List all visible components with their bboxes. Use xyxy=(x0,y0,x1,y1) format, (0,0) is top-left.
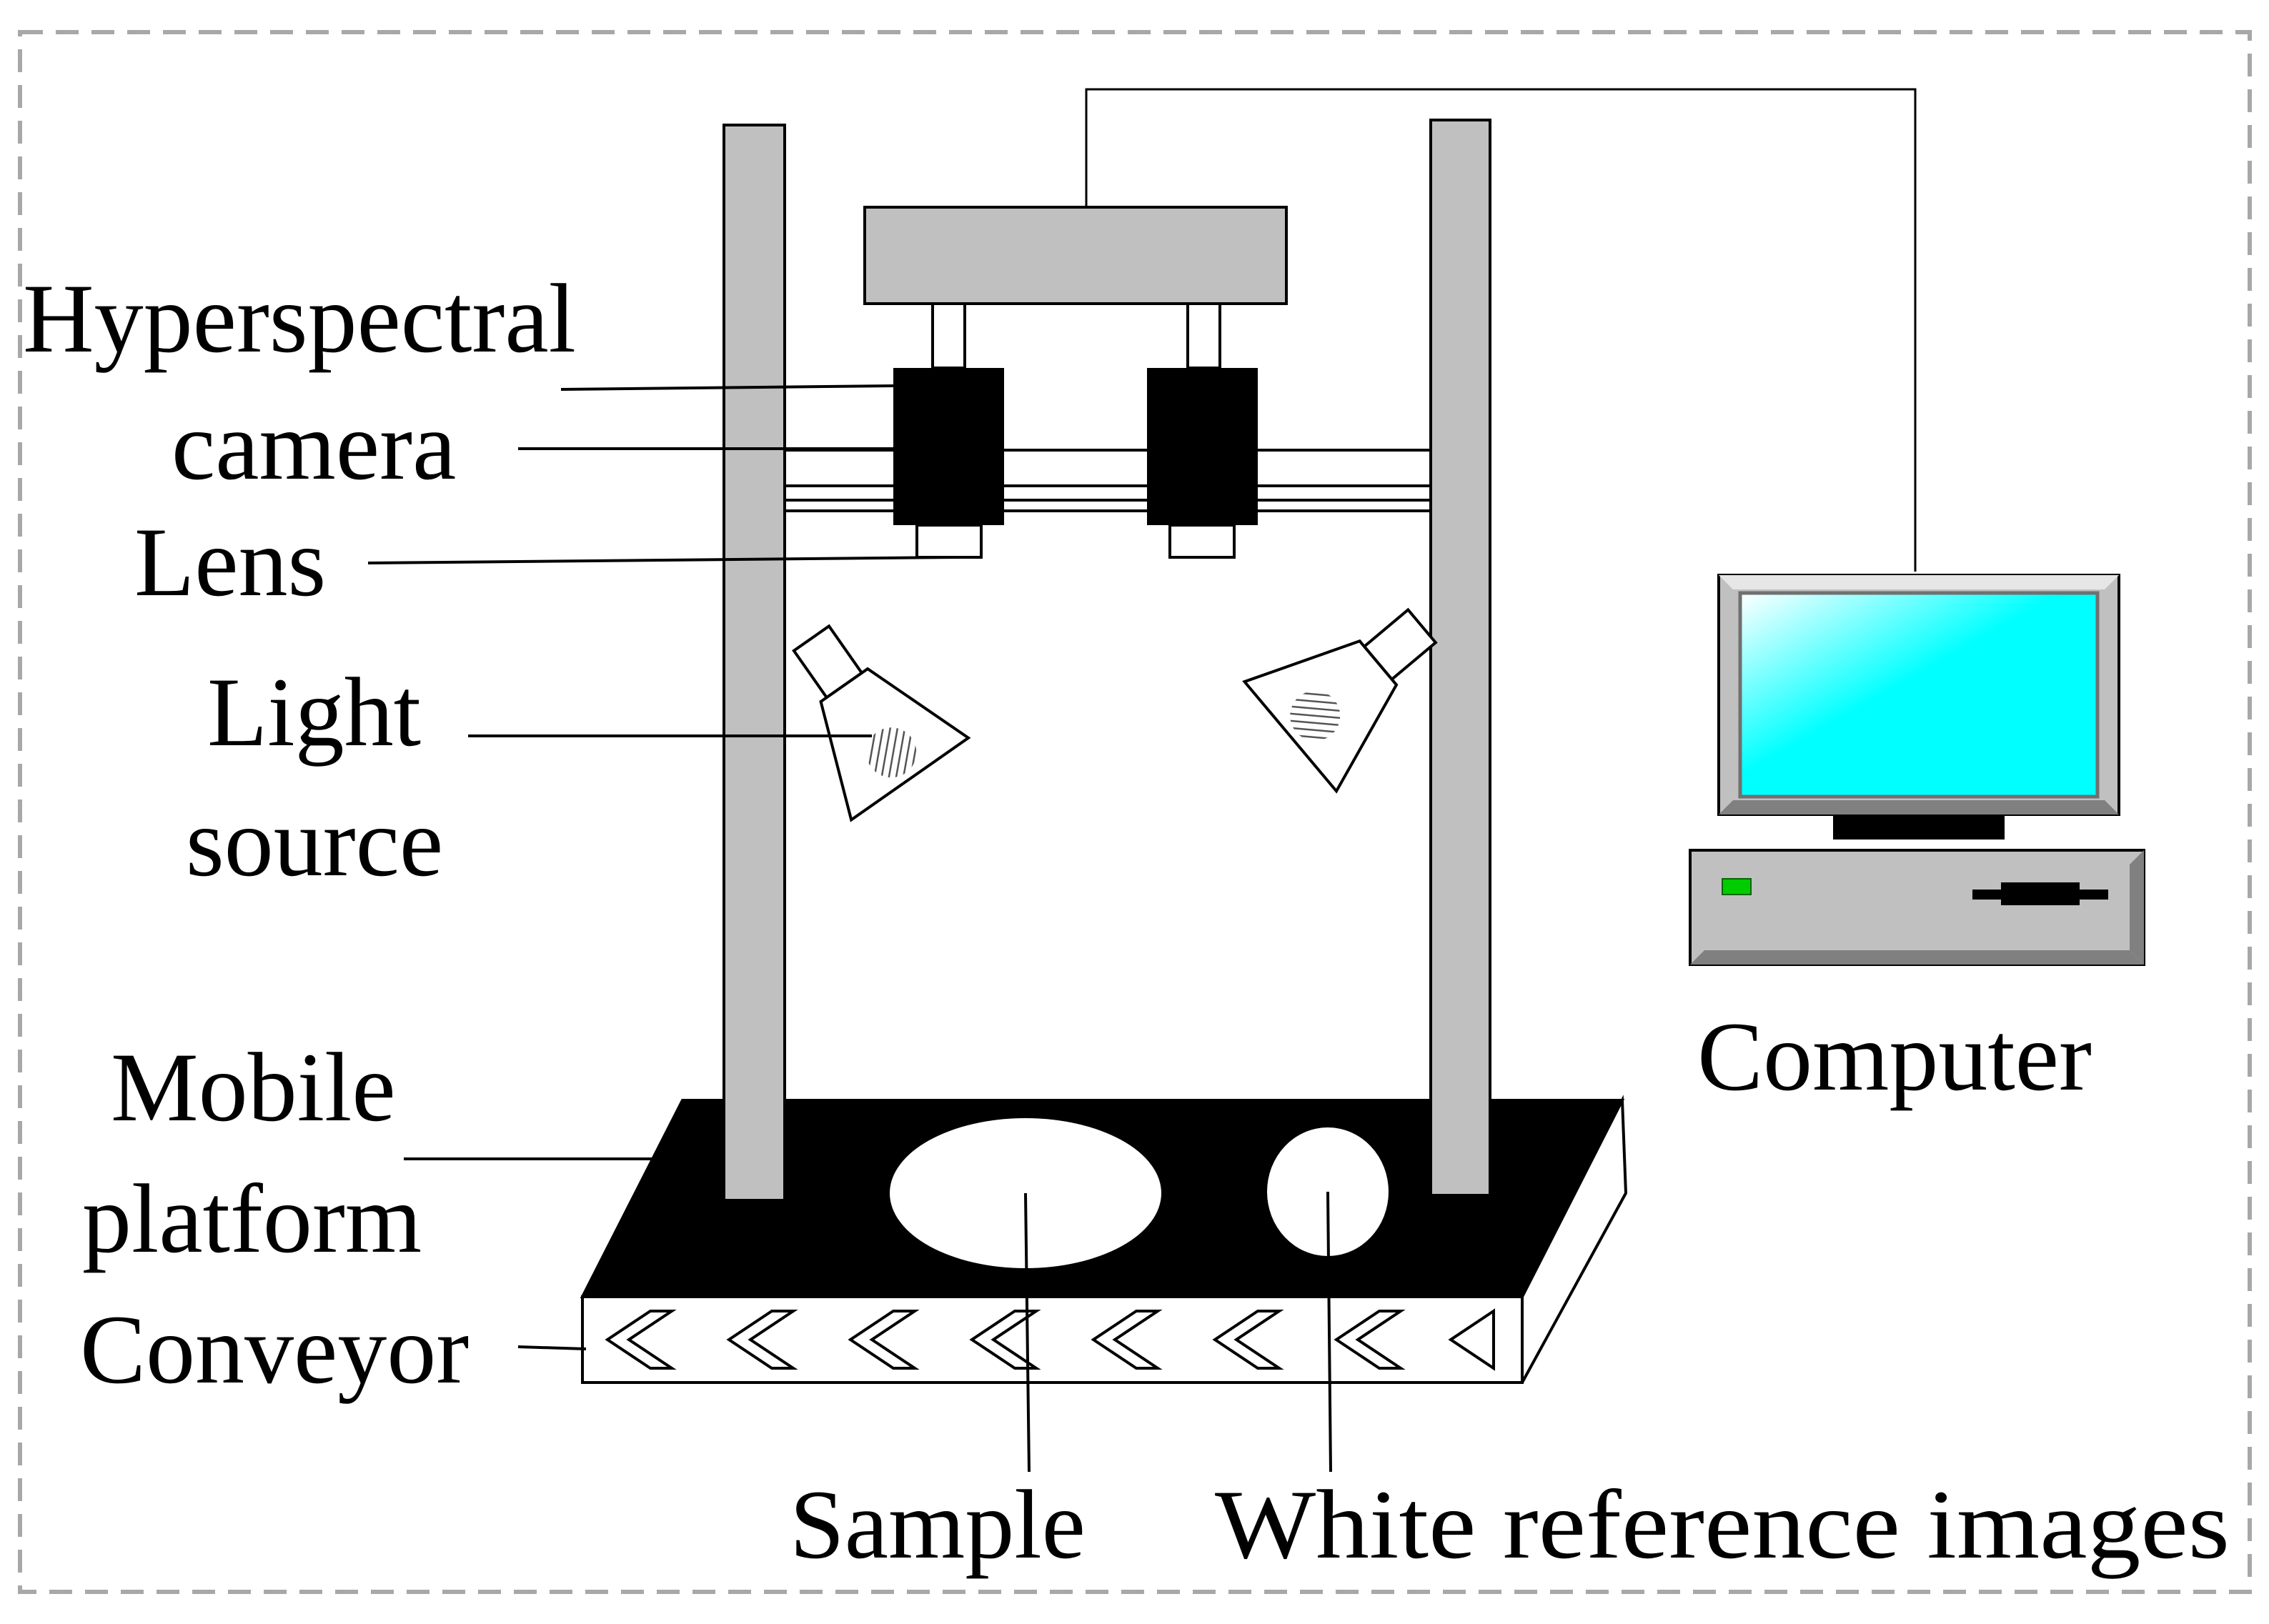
conveyor-chevron xyxy=(1448,1308,1495,1371)
monitor-bezel-shade-bottom xyxy=(1719,800,2119,815)
label-white-reference: White reference images xyxy=(1215,1470,2230,1579)
monitor-screen xyxy=(1738,591,2100,799)
right-frame-post xyxy=(1429,119,1491,1197)
monitor-stand xyxy=(1833,815,2005,840)
leader-conveyor xyxy=(517,1345,587,1350)
right-lens xyxy=(1168,524,1236,559)
conveyor-chevron xyxy=(605,1310,677,1370)
leader-sample xyxy=(1024,1192,1031,1473)
conveyor-chevron xyxy=(726,1310,798,1370)
label-camera: camera xyxy=(172,391,456,500)
data-cable xyxy=(1085,88,1917,572)
label-lens: Lens xyxy=(134,507,326,617)
right-light-source xyxy=(1242,607,1438,794)
leader-camera-1 xyxy=(560,384,894,391)
right-light-bulb xyxy=(1290,690,1341,741)
label-computer: Computer xyxy=(1697,1002,2092,1111)
leader-white-reference xyxy=(1326,1191,1332,1473)
right-camera-stem xyxy=(1186,302,1221,369)
conveyor-chevron xyxy=(1334,1310,1406,1370)
right-hyperspectral-camera xyxy=(1147,368,1258,525)
conveyor xyxy=(581,1295,1524,1384)
left-light-bulb xyxy=(866,727,917,778)
label-hyperspectral: Hyperspectral xyxy=(23,264,576,373)
conveyor-chevron xyxy=(848,1310,920,1370)
left-camera-stem xyxy=(931,302,966,369)
dashed-border xyxy=(18,30,2252,1594)
label-source: source xyxy=(186,787,443,897)
system-unit-shade-right xyxy=(2130,850,2144,965)
left-hyperspectral-camera xyxy=(893,368,1004,525)
label-light: Light xyxy=(207,657,421,767)
label-sample: Sample xyxy=(790,1470,1086,1579)
conveyor-chevron xyxy=(1212,1310,1284,1370)
top-mount-bar xyxy=(863,206,1288,305)
label-platform: platform xyxy=(82,1164,422,1273)
conveyor-chevrons xyxy=(605,1308,1495,1371)
left-light-source xyxy=(792,624,971,822)
left-lens xyxy=(915,524,983,559)
label-mobile: Mobile xyxy=(111,1032,396,1142)
drive-slot-button xyxy=(2001,882,2080,905)
conveyor-chevron xyxy=(969,1310,1041,1370)
power-led xyxy=(1722,878,1752,895)
leader-lines xyxy=(367,384,1332,1473)
conveyor-chevron xyxy=(1091,1310,1163,1370)
system-unit-shade-bottom xyxy=(1690,950,2144,965)
label-conveyor: Conveyor xyxy=(80,1295,469,1404)
computer xyxy=(1689,574,2145,966)
monitor-bezel-shade-top xyxy=(1719,575,2119,589)
left-frame-post xyxy=(723,124,786,1202)
system-unit xyxy=(1689,849,2145,966)
leader-lens xyxy=(367,556,958,564)
